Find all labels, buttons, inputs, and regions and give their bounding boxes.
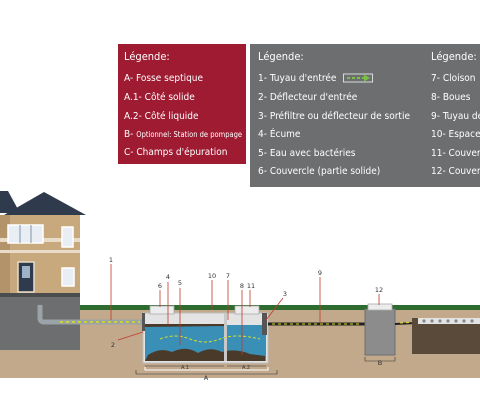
outlet-filter — [262, 313, 267, 335]
sludge — [145, 348, 265, 361]
label-1: 1 — [109, 256, 113, 264]
dimension-a1: A.1 — [181, 365, 189, 371]
legend-item-10: 10- Espace v — [431, 129, 480, 140]
legend-components: Légende: A- Fosse septique A.1- Côté sol… — [118, 44, 246, 164]
legend-item-a2: A.2- Côté liquide — [124, 111, 199, 122]
legend-parts: Légende: 1- Tuyau d'entrée 2- Déflecteur… — [250, 44, 480, 187]
callout-numbers: 1 2 3 4 5 6 7 8 11 10 9 12 — [109, 256, 383, 349]
window — [61, 226, 74, 248]
legend-item-b-prefix: B- — [124, 129, 134, 140]
dimension-a: A — [204, 374, 209, 382]
pump-station — [364, 308, 396, 356]
legend-title: Légende: — [431, 50, 477, 63]
legend-item-9: 9- Tuyau de — [431, 111, 480, 122]
inlet-pipe — [37, 305, 145, 325]
pump-lid — [367, 303, 393, 311]
house — [0, 191, 86, 350]
lid-solid — [149, 305, 175, 315]
roof-back — [0, 191, 20, 213]
label-11: 11 — [247, 282, 255, 290]
legend-item-1: 1- Tuyau d'entrée — [258, 73, 374, 84]
septic-system-diagram: 1 2 3 4 5 6 7 8 11 10 9 12 A.1 A.2 A B — [0, 191, 480, 400]
grass — [78, 305, 480, 310]
legend-item-2: 2- Déflecteur d'entrée — [258, 92, 358, 103]
label-7: 7 — [226, 272, 230, 280]
legend-item-b: B- Optionnel: Station de pompage — [124, 129, 242, 140]
window — [61, 267, 75, 287]
legend-title: Légende: — [124, 50, 170, 63]
label-5: 5 — [178, 279, 182, 287]
legend-item-c: C- Champs d'épuration — [124, 147, 228, 158]
scum — [145, 324, 225, 327]
label-6: 6 — [158, 282, 162, 290]
legend-item-6: 6- Couvercle (partie solide) — [258, 166, 381, 177]
legend-item-11: 11- Couvercl — [431, 148, 480, 159]
septic-tank — [142, 305, 269, 371]
legend-item-1-text: 1- Tuyau d'entrée — [258, 73, 337, 84]
legend-item-12: 12- Couvercl — [431, 166, 480, 177]
legend-item-3: 3- Préfiltre ou déflecteur de sortie — [258, 111, 410, 122]
legend-item-5: 5- Eau avec bactéries — [258, 148, 356, 159]
lid-liquid — [234, 305, 260, 315]
label-2: 2 — [111, 341, 115, 349]
label-10: 10 — [208, 272, 216, 280]
dimension-markers — [135, 357, 396, 375]
legend-item-4: 4- Écume — [258, 129, 301, 140]
legend-title: Légende: — [258, 50, 304, 63]
inlet-baffle — [142, 313, 145, 331]
label-4: 4 — [166, 273, 170, 281]
dimension-b: B — [378, 359, 382, 367]
label-8: 8 — [240, 282, 244, 290]
legend-item-a1: A.1- Côté solide — [124, 92, 195, 103]
label-9: 9 — [318, 269, 322, 277]
drain-field — [412, 318, 480, 354]
inlet-arrow-icon — [343, 73, 374, 83]
legend-item-a: A- Fosse septique — [124, 73, 204, 84]
legend-item-7: 7- Cloison — [431, 73, 476, 84]
legend-item-8: 8- Boues — [431, 92, 471, 103]
dimension-a2: A.2 — [242, 365, 250, 371]
legend-item-b-text: Optionnel: Station de pompage — [136, 130, 243, 139]
callout-lines — [110, 264, 380, 355]
label-12: 12 — [375, 286, 383, 294]
label-3: 3 — [283, 290, 287, 298]
window — [7, 224, 44, 244]
roof — [4, 192, 86, 215]
